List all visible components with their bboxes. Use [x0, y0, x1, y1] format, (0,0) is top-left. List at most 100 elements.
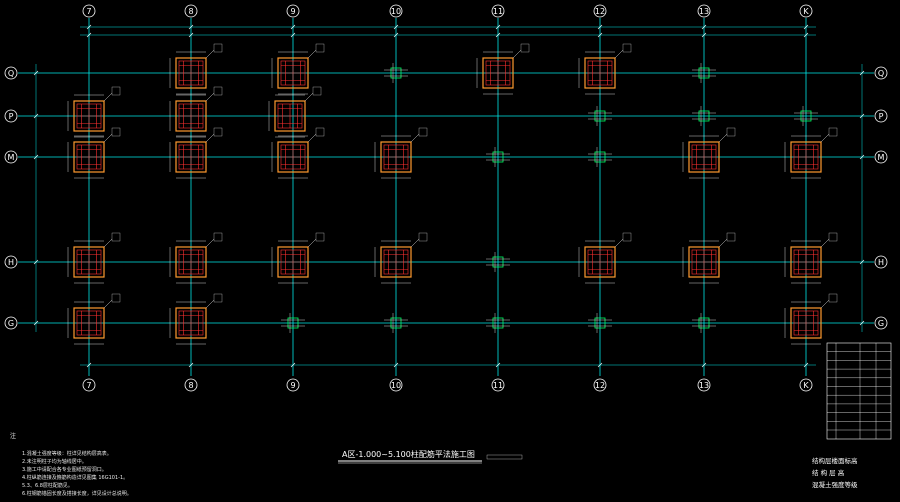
column-section-1-1	[169, 86, 223, 138]
small-column-6-0	[692, 63, 716, 83]
column-section-0-4	[67, 293, 121, 345]
small-column-6-1	[692, 106, 716, 126]
axis-bubble-left-0: Q	[4, 66, 18, 80]
column-section-2-2	[271, 127, 325, 179]
note-item-0: 1.混凝土强度等级：柱详见结构层高表。	[22, 450, 112, 457]
axis-bubble-left-0-label: Q	[8, 69, 14, 78]
floor-elevation-table-grid	[827, 343, 891, 439]
axis-bubble-left-1: P	[4, 109, 18, 123]
axis-bubble-top-4-label: 11	[493, 7, 503, 16]
axis-bubble-bottom-4-label: 11	[493, 381, 503, 390]
small-column-5-4	[588, 313, 612, 333]
column-section-3-2	[374, 127, 428, 179]
column-section-1-2	[169, 127, 223, 179]
column-section-1-0	[169, 43, 223, 95]
axis-bubble-bottom-2: 9	[286, 378, 300, 392]
axis-bubble-top-6-label: 13	[699, 7, 709, 16]
column-section-7-4	[784, 293, 838, 345]
axis-bubble-right-1-label: P	[879, 112, 884, 121]
axis-bubble-bottom-5: 12	[593, 378, 607, 392]
small-column-4-2	[486, 147, 510, 167]
note-item-5: 6.柱钢筋锚固长度及搭接长度，详见设计总说明。	[22, 490, 132, 497]
axis-bubble-top-1: 8	[184, 4, 198, 18]
column-sections	[67, 43, 838, 345]
column-section-6-2	[682, 127, 736, 179]
floor-elevation-table	[826, 342, 892, 440]
axis-bubble-bottom-3-label: 10	[391, 381, 401, 390]
axis-bubble-bottom-2-label: 9	[290, 381, 295, 390]
small-column-7-1	[794, 106, 818, 126]
column-section-1-4	[169, 293, 223, 345]
axis-bubble-right-1: P	[874, 109, 888, 123]
axis-bubble-top-0-label: 7	[86, 7, 91, 16]
note-item-3: 4.柱纵筋连接及箍筋构造详见图集 16G101-1。	[22, 474, 128, 481]
axis-bubble-left-4: G	[4, 316, 18, 330]
small-column-5-1	[588, 106, 612, 126]
small-column-2-4	[281, 313, 305, 333]
column-section-0-2	[67, 127, 121, 179]
axis-bubble-top-5-label: 12	[595, 7, 605, 16]
axis-bubble-bottom-1-label: 8	[188, 381, 193, 390]
column-section-4-0	[476, 43, 530, 95]
side-panel: 结构层楼面标高 结 构 层 高 混凝土强度等级	[812, 342, 892, 489]
column-section-5-3	[578, 232, 632, 284]
scale-label-box	[486, 454, 523, 460]
notes-header: 注	[10, 432, 16, 440]
axis-bubble-right-4-label: G	[878, 319, 884, 328]
axis-bubble-left-2: M	[4, 150, 18, 164]
column-section-0-3	[67, 232, 121, 284]
axis-bubble-right-2-label: M	[878, 153, 885, 162]
axis-bubble-top-0: 7	[82, 4, 96, 18]
axis-bubble-right-2: M	[874, 150, 888, 164]
column-section-2-1	[268, 86, 322, 138]
axis-bubble-bottom-6-label: 13	[699, 381, 709, 390]
axis-bubble-left-1-label: P	[9, 112, 14, 121]
axis-bubble-top-3-label: 10	[391, 7, 401, 16]
axis-bubble-right-0-label: Q	[878, 69, 884, 78]
axis-bubble-bottom-4: 11	[491, 378, 505, 392]
axis-bubble-left-3: H	[4, 255, 18, 269]
small-column-4-3	[486, 252, 510, 272]
axis-bubble-left-4-label: G	[8, 319, 14, 328]
axis-bubble-top-3: 10	[389, 4, 403, 18]
axis-bubble-right-3-label: H	[878, 258, 884, 267]
column-section-0-1	[67, 86, 121, 138]
axis-bubble-top-2-label: 9	[290, 7, 295, 16]
axis-bubble-bottom-0: 7	[82, 378, 96, 392]
small-column-3-0	[384, 63, 408, 83]
axis-bubble-left-2-label: M	[8, 153, 15, 162]
column-section-2-3	[271, 232, 325, 284]
axis-bubble-bottom-5-label: 12	[595, 381, 605, 390]
drawing-title-block: A区-1.000~5.100柱配筋平法施工图	[338, 449, 523, 464]
column-section-2-0	[271, 43, 325, 95]
axis-bubble-right-0: Q	[874, 66, 888, 80]
axis-bubble-right-4: G	[874, 316, 888, 330]
small-column-5-2	[588, 147, 612, 167]
dimension-lines	[33, 24, 865, 368]
side-panel-line-1: 结构层楼面标高	[812, 456, 858, 465]
note-item-1: 2.未注明柱子均为轴线居中。	[22, 458, 87, 465]
axis-bubble-bottom-1: 8	[184, 378, 198, 392]
axis-bubble-bottom-0-label: 7	[86, 381, 91, 390]
axis-bubble-bottom-3: 10	[389, 378, 403, 392]
small-column-6-4	[692, 313, 716, 333]
axis-bubble-top-7-label: K	[803, 7, 809, 16]
column-section-5-0	[578, 43, 632, 95]
axis-bubble-top-1-label: 8	[188, 7, 193, 16]
column-section-1-3	[169, 232, 223, 284]
side-panel-line-2: 结 构 层 高	[812, 468, 845, 477]
axis-bubble-bottom-6: 13	[697, 378, 711, 392]
axis-bubble-bottom-7-label: K	[803, 381, 809, 390]
axis-bubble-left-3-label: H	[8, 258, 14, 267]
axis-bubble-bottom-7: K	[799, 378, 813, 392]
side-panel-line-3: 混凝土强度等级	[812, 480, 858, 489]
axis-bubble-top-2: 9	[286, 4, 300, 18]
column-section-7-3	[784, 232, 838, 284]
note-item-2: 3.施工中请配合各专业图纸预留洞口。	[22, 466, 107, 473]
column-section-6-3	[682, 232, 736, 284]
drawing-title: A区-1.000~5.100柱配筋平法施工图	[342, 449, 475, 459]
drawing-notes: 注 1.混凝土强度等级：柱详见结构层高表。2.未注明柱子均为轴线居中。3.施工中…	[10, 432, 132, 497]
